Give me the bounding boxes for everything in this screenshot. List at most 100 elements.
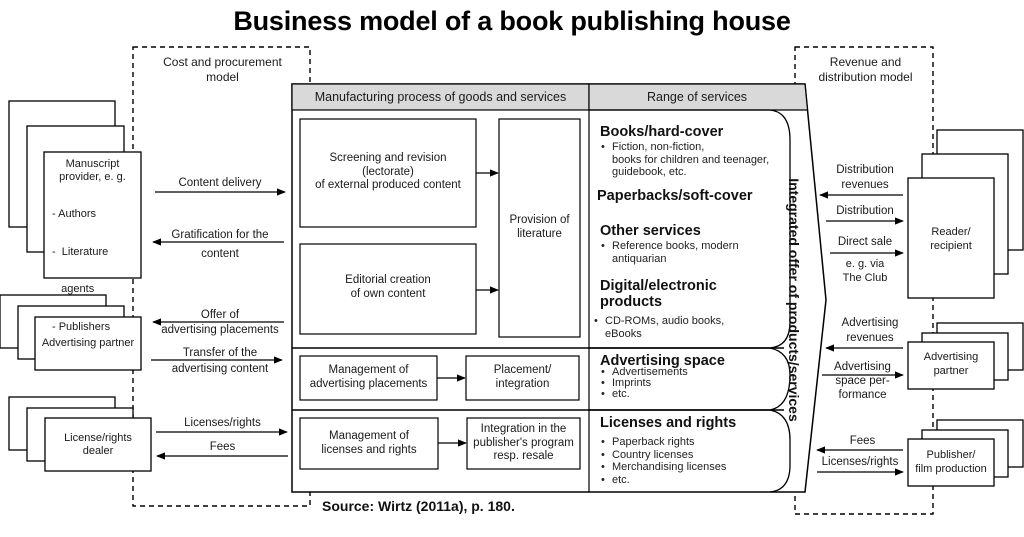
service-group-title: Paperbacks/soft-cover xyxy=(597,188,753,204)
dist-rev-line2: revenues xyxy=(841,178,889,191)
integration-box xyxy=(466,417,581,470)
transfer-line2: advertising content xyxy=(171,363,269,375)
bullet-item: Country licenses xyxy=(601,449,726,462)
source-citation: Source: Wirtz (2011a), p. 180. xyxy=(322,498,515,514)
bullet-continuation: guidebook, etc. xyxy=(612,166,687,178)
reader-line2: recipient xyxy=(930,239,972,252)
license-dealer-line2: dealer xyxy=(82,445,114,457)
flow-label-direct-sale: Direct sale xyxy=(837,236,893,248)
transfer-line1: Transfer of the xyxy=(182,347,258,359)
flow-label-distribution-revenues: Distribution revenues xyxy=(820,163,910,192)
cost-model-region xyxy=(132,46,311,507)
ad-rev-line2: revenues xyxy=(846,331,894,344)
mgmt-licenses-line2: licenses and rights xyxy=(321,443,417,456)
revenue-model-label: Revenue and distribution model xyxy=(798,55,933,85)
page-title: Business model of a book publishing hous… xyxy=(233,6,791,36)
editorial-label: Editorial creation of own content xyxy=(300,274,476,301)
services-header: Range of services xyxy=(646,90,748,104)
publisher-film-stack xyxy=(907,419,1024,487)
license-dealer-label: License/rights dealer xyxy=(45,432,151,458)
flow-label-advertising-revenues: Advertising revenues xyxy=(820,316,920,345)
publisher-line2: film production xyxy=(915,462,987,475)
manuscript-list-item: - Publishers xyxy=(52,320,111,333)
service-group-title: Digital/electronic products xyxy=(600,278,717,310)
bullet-item: Merchandising licenses xyxy=(601,461,726,474)
gratification-line1: Gratification for the xyxy=(171,229,269,241)
license-dealer-stack xyxy=(8,396,152,472)
gratification-line2: content xyxy=(201,248,239,260)
screening-line2: (lectorate) xyxy=(362,165,414,178)
direct-sale-note-line1: e. g. via xyxy=(845,258,885,270)
service-group-bullets: CD-ROMs, audio books, eBooks xyxy=(594,315,724,340)
license-dealer-line1: License/rights xyxy=(64,432,132,444)
mgmt-ads-line1: Management of xyxy=(328,364,409,376)
publisher-film-label: Publisher/ film production xyxy=(908,449,994,476)
manuscript-list-item: - Literature xyxy=(52,245,109,258)
screening-box xyxy=(299,118,477,228)
manuscript-list-item: agents xyxy=(52,283,95,295)
mgmt-licenses-line1: Management of xyxy=(329,430,409,442)
screening-label: Screening and revision (lectorate) of ex… xyxy=(300,152,476,193)
editorial-box xyxy=(299,243,477,335)
placement-label: Placement/ integration xyxy=(466,364,579,391)
reader-recipient-stack xyxy=(907,129,1024,299)
bullet-continuation: eBooks xyxy=(605,327,642,340)
services-bracket-top xyxy=(589,109,791,349)
cost-model-label-line2: model xyxy=(206,70,239,84)
flow-label-fees-left: Fees xyxy=(209,441,236,453)
provision-line2: literature xyxy=(517,227,562,240)
placement-box xyxy=(465,355,580,401)
ad-partner-line2: partner xyxy=(933,364,969,377)
bullet-continuation: books for children and teenager, xyxy=(612,153,770,166)
manuscript-provider-label: Manuscript provider, e. g. - Authors - L… xyxy=(44,158,141,358)
ad-rev-line1: Advertising xyxy=(841,317,899,329)
manuscript-provider-stack xyxy=(8,100,142,279)
digital-title-line1: Digital/electronic xyxy=(600,278,717,294)
bullet-item: CD-ROMs, audio books, xyxy=(594,315,724,328)
manufacturing-header: Manufacturing process of goods and servi… xyxy=(314,90,567,104)
mgmt-licenses-label: Management of licenses and rights xyxy=(300,430,438,457)
integration-line3: resp. resale xyxy=(493,450,554,462)
flow-label-fees-right: Fees xyxy=(849,435,876,447)
bullet-item: Paperback rights xyxy=(601,436,726,449)
flow-label-content-delivery: Content delivery xyxy=(178,177,262,189)
offer-line2: advertising placements xyxy=(161,324,279,336)
advertising-partner-left-label: Advertising partner xyxy=(41,337,135,349)
bullet-item: etc. xyxy=(601,474,726,487)
reader-recipient-label: Reader/ recipient xyxy=(908,226,994,253)
reader-line1: Reader/ xyxy=(931,226,971,238)
ad-space-line2: space per- xyxy=(835,375,890,387)
service-group-title: Licenses and rights xyxy=(600,415,737,431)
bullet-item: etc. xyxy=(601,389,688,401)
provision-line1: Provision of xyxy=(509,214,570,226)
direct-sale-note-line2: The Club xyxy=(842,271,888,284)
service-group-bullets: Paperback rights Country licenses Mercha… xyxy=(601,436,726,486)
provision-box xyxy=(498,118,581,338)
bullet-continuation: antiquarian xyxy=(612,252,667,265)
flow-label-licenses-right: Licenses/rights xyxy=(821,456,899,468)
service-group-title: Other services xyxy=(600,223,701,239)
service-group-bullets: Advertisements Imprints etc. xyxy=(601,367,688,401)
placement-line2: integration xyxy=(495,377,550,390)
revenue-model-label-line1: Revenue and xyxy=(829,55,902,69)
screening-line3: of external produced content xyxy=(315,179,461,191)
service-group-title: Advertising space xyxy=(600,353,725,369)
editorial-line2: of own content xyxy=(350,287,426,300)
cost-model-label-line1: Cost and procurement xyxy=(163,55,282,69)
revenue-model-label-line2: distribution model xyxy=(818,70,913,84)
advertising-partner-left-stack xyxy=(0,294,142,371)
manuscript-name-line2: provider, e. g. xyxy=(59,170,126,183)
manuscript-name-line1: Manuscript xyxy=(65,158,120,170)
direct-sale-note: e. g. via The Club xyxy=(820,258,910,285)
manufacturing-header-band xyxy=(291,83,590,111)
placement-line1: Placement/ xyxy=(493,364,552,376)
mgmt-ads-box xyxy=(299,355,438,401)
bullet-item: Reference books, modern xyxy=(601,240,739,253)
service-group-bullets: Reference books, modern antiquarian xyxy=(601,240,739,265)
flow-label-licenses-left: Licenses/rights xyxy=(184,417,261,429)
flow-label-offer-ad: Offer of advertising placements xyxy=(150,308,290,338)
integration-line1: Integration in the xyxy=(480,423,567,435)
ad-partner-line1: Advertising xyxy=(923,351,979,363)
cost-model-label: Cost and procurement model xyxy=(140,55,305,85)
